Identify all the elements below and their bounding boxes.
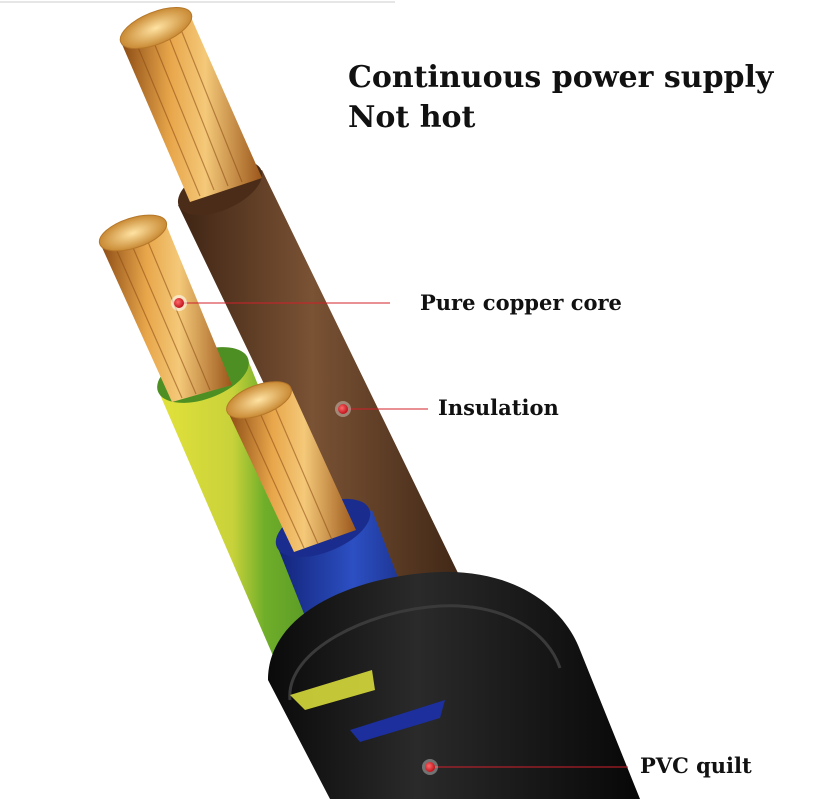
headline-line-2: Not hot [348, 100, 476, 135]
callout-copper-core: Pure copper core [420, 290, 622, 315]
callout-dot-icon [171, 295, 438, 775]
headline: Continuous power supply Not hot [348, 58, 773, 138]
callout-lines [179, 302, 628, 768]
brown-wire [119, 6, 476, 650]
headline-line-1: Continuous power supply [348, 60, 774, 95]
callout-pvc-quilt: PVC quilt [640, 753, 752, 778]
callout-insulation: Insulation [438, 395, 559, 420]
pvc-sheath [268, 571, 640, 799]
